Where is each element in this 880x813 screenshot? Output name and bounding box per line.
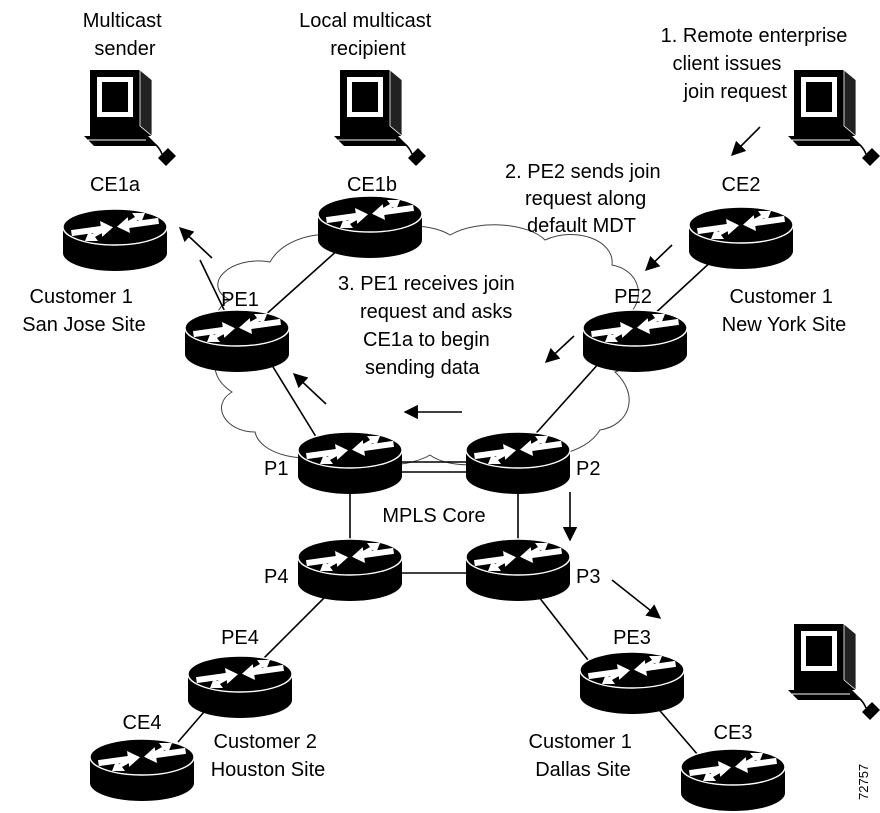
label-ce3: CE3 bbox=[714, 722, 753, 744]
site-dallas: Customer 1 Dallas Site bbox=[529, 731, 638, 781]
step2-text: 2. PE2 sends join request along default … bbox=[505, 161, 666, 237]
arrow-to-pe2 bbox=[644, 244, 673, 271]
label-p1: P1 bbox=[264, 458, 288, 480]
router-pe3 bbox=[579, 651, 685, 715]
router-p4 bbox=[297, 538, 403, 602]
label-ce2: CE2 bbox=[722, 174, 761, 196]
figure-id: 72757 bbox=[856, 764, 871, 800]
router-pe2 bbox=[582, 309, 688, 373]
router-ce3 bbox=[680, 748, 786, 812]
label-ce4: CE4 bbox=[123, 712, 162, 734]
label-pe4: PE4 bbox=[221, 627, 259, 649]
site-san-jose: Customer 1 San Jose Site bbox=[22, 286, 145, 336]
router-pe1 bbox=[184, 309, 290, 373]
arrow-from-pe2 bbox=[544, 335, 575, 363]
flow-arrows bbox=[178, 126, 761, 619]
router-ce1a bbox=[62, 208, 168, 272]
label-ce1a: CE1a bbox=[90, 174, 141, 196]
router-p2 bbox=[465, 431, 571, 495]
arrow-to-ce1a bbox=[178, 227, 213, 259]
step3-text: 3. PE1 receives join request and asks CE… bbox=[338, 273, 520, 379]
arrow-to-pe1 bbox=[292, 373, 327, 405]
router-ce2 bbox=[688, 206, 794, 270]
router-p3 bbox=[465, 538, 571, 602]
label-pe1: PE1 bbox=[221, 289, 259, 311]
site-houston: Customer 2 Houston Site bbox=[211, 731, 326, 781]
label-pe2: PE2 bbox=[614, 286, 652, 308]
label-p4: P4 bbox=[264, 566, 288, 588]
arrow-to-pe3 bbox=[611, 579, 662, 619]
router-ce1b bbox=[317, 195, 423, 259]
router-ce4 bbox=[89, 738, 195, 802]
recipient-label: Local multicast recipient bbox=[299, 10, 437, 60]
label-p2: P2 bbox=[576, 458, 600, 480]
links bbox=[177, 247, 716, 756]
step1-text: 1. Remote enterprise client issues join … bbox=[661, 25, 853, 103]
arrow-to-ce2 bbox=[730, 126, 761, 157]
mpls-core-label: MPLS Core bbox=[382, 505, 485, 527]
label-pe3: PE3 bbox=[613, 627, 651, 649]
sender-label: Multicast sender bbox=[83, 10, 167, 60]
router-pe4 bbox=[187, 655, 293, 719]
site-new-york: Customer 1 New York Site bbox=[722, 286, 847, 336]
local-recipient-icon bbox=[333, 69, 427, 167]
dallas-client-icon bbox=[787, 623, 880, 721]
label-p3: P3 bbox=[576, 566, 600, 588]
remote-client-icon bbox=[787, 69, 880, 167]
multicast-sender-icon bbox=[83, 69, 177, 167]
label-ce1b: CE1b bbox=[347, 174, 397, 196]
router-p1 bbox=[297, 431, 403, 495]
